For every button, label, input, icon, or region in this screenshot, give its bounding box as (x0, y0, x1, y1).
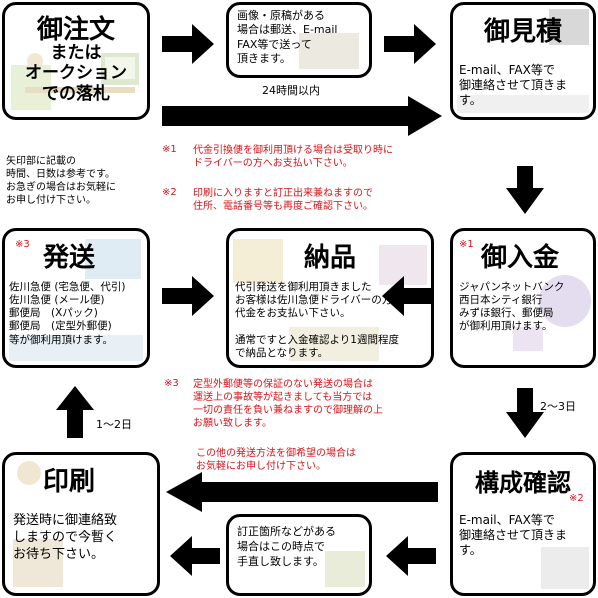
step-shipping-box: ※3 発送 佐川急便 (宅急便、代引) 佐川急便 (メール便) 郵便局 (Xパッ… (2, 228, 150, 368)
step-send-materials-box: 画像・原稿がある 場合は郵送、E-mail FAX等で送って 頂きます。 (226, 2, 372, 78)
send-materials-text: 画像・原稿がある 場合は郵送、E-mail FAX等で送って 頂きます。 (237, 9, 338, 65)
note3-mark: ※3 (164, 378, 179, 389)
step-printing-box: 印刷 発送時に御連絡致 しますので今暫く お待ち下さい。 (2, 452, 160, 596)
quote-text: E-mail、FAX等で 御連絡させて頂きま す。 (459, 63, 568, 107)
note1-text: 代金引換便を御利用頂ける場合は受取り時に ドライバーの方へお支払い下さい。 (193, 145, 393, 169)
truck-illustration (9, 239, 143, 361)
arrow-down-2 (506, 388, 544, 438)
pc-illustration (457, 9, 589, 113)
note3-text: 定型外郵便等の保証のない発送の場合は 運送上の事故等が起きましても当方では 一切… (193, 379, 383, 429)
arrow-right-24h (162, 96, 442, 136)
step-order-box: 御注文 または オークション での落札 (2, 2, 150, 120)
proof-text: E-mail、FAX等で 御連絡させて頂きま す。 (459, 513, 568, 557)
order-subtitle: または オークション での落札 (25, 43, 127, 104)
envelope-illustration (299, 33, 359, 69)
proof-mark: ※2 (569, 493, 584, 504)
document-illustration (541, 547, 589, 589)
step-delivery-box: 納品 代引発送を御利用頂きました お客様は佐川急便ドライバーの方へ 代金をお支払… (226, 228, 434, 368)
payment-title: 御入金 (481, 243, 560, 273)
step-payment-box: ※1 御入金 ジャパンネットバンク 西日本シティ銀行 みずほ銀行、郵便局 が御利… (450, 228, 596, 368)
correction-text: 訂正箇所などがある 場合はこの時点で 手直し致します。 (237, 525, 336, 568)
step-proof-box: 構成確認 ※2 E-mail、FAX等で 御連絡させて頂きま す。 (450, 452, 596, 596)
arrow-right-2 (384, 24, 436, 64)
shipping-text: 佐川急便 (宅急便、代引) 佐川急便 (メール便) 郵便局 (Xパック) 郵便局… (9, 281, 126, 346)
payment-text: ジャパンネットバンク 西日本シティ銀行 みずほ銀行、郵便局 が御利用頂けます。 (459, 281, 565, 333)
payment-mark: ※1 (459, 239, 474, 250)
arrow-left-1 (382, 276, 434, 316)
printing-text: 発送時に御連絡致 しますので今暫く お待ち下さい。 (13, 513, 118, 562)
arrow-left-long (166, 472, 438, 512)
delivery-text: 代引発送を御利用頂きました お客様は佐川急便ドライバーの方へ 代金をお支払い下さ… (235, 281, 403, 359)
note2-text: 印刷に入りますと訂正出来兼ねますので 住所、電話番号等も再度ご確認下さい。 (193, 188, 373, 212)
note1-mark: ※1 (162, 144, 177, 155)
desk-illustration (11, 53, 139, 110)
other-shipping-note: この他の発送方法を御希望の場合は お気軽にお申し付け下さい。 (196, 448, 356, 472)
arrow-left-3 (386, 536, 436, 576)
bank-illustration (513, 275, 591, 351)
step-quote-box: 御見積 E-mail、FAX等で 御連絡させて頂きま す。 (450, 2, 596, 120)
shipping-mark: ※3 (15, 239, 30, 250)
proof-title: 構成確認 (475, 469, 571, 497)
arrow-down-1 (506, 166, 544, 214)
arrow-left-2 (170, 536, 220, 576)
arrow-right-3 (162, 276, 214, 316)
arrow-up-1 (56, 386, 94, 438)
arrow-right-1 (162, 24, 214, 64)
printing-title: 印刷 (43, 467, 96, 497)
arrow-note: 矢印部に記載の 時間、日数は参考です。 お急ぎの場合はお気軽に お申し付け下さい… (6, 156, 116, 206)
note2-mark: ※2 (162, 187, 177, 198)
quote-title: 御見積 (483, 17, 562, 47)
label-2-3-days: 2〜3日 (540, 400, 576, 413)
order-title: 御注文 (36, 15, 115, 45)
label-24h: 24時間以内 (262, 84, 320, 97)
shipping-title: 発送 (43, 243, 96, 273)
delivery-title: 納品 (303, 243, 356, 273)
step-correction-box: 訂正箇所などがある 場合はこの時点で 手直し致します。 (226, 514, 372, 596)
label-1-2-days: 1〜2日 (96, 418, 132, 431)
printer-illustration (13, 461, 63, 587)
tools-illustration (325, 551, 365, 587)
